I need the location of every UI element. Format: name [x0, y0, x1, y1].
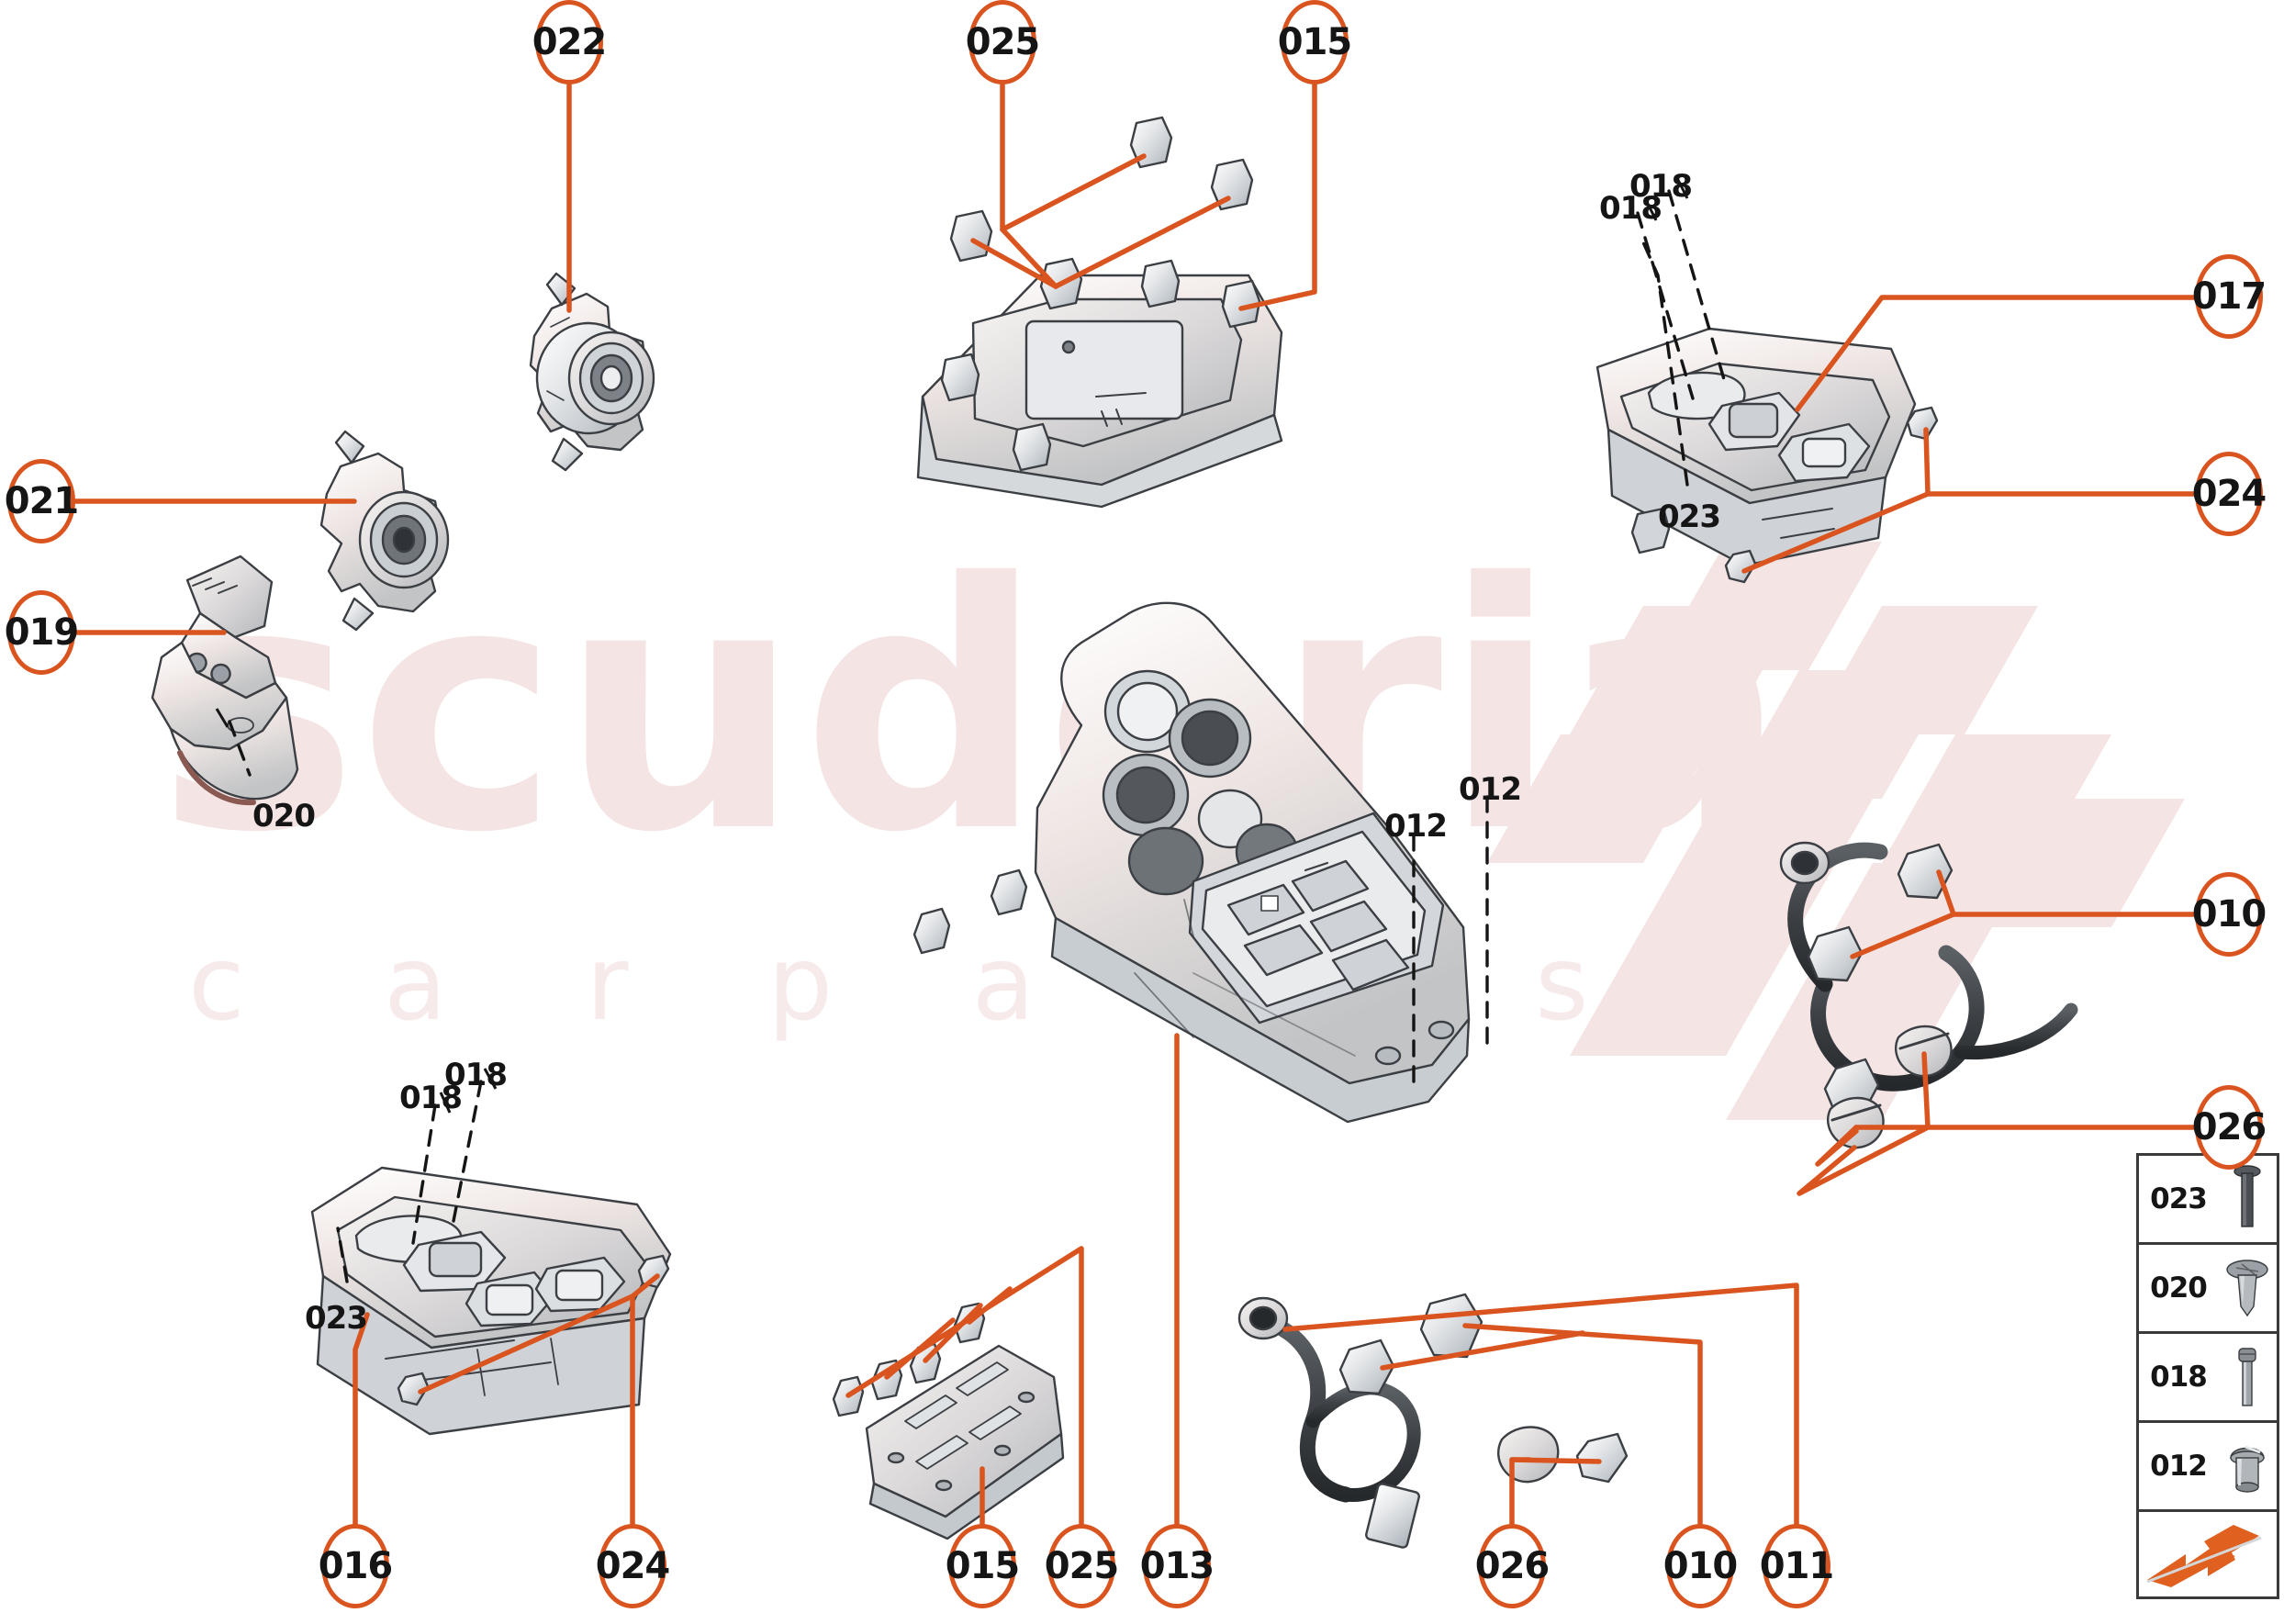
dashed-label-023: 023 — [1658, 498, 1721, 535]
part-overhead-console — [916, 259, 1283, 509]
callout-number: 011 — [1759, 1545, 1834, 1587]
dashed-label-012: 012 — [1384, 808, 1448, 845]
legend-row: 012 — [2139, 1423, 2277, 1512]
callout-number: 026 — [1474, 1545, 1550, 1587]
callout-number: 015 — [1277, 21, 1352, 63]
dashed-label-018: 018 — [1599, 190, 1662, 227]
callout-bubble-021[interactable]: 021 — [5, 459, 79, 543]
part-console-trim-bracket — [865, 1344, 1065, 1540]
callout-bubble-025[interactable]: 025 — [1045, 1524, 1119, 1608]
part-centre-console — [1034, 601, 1471, 1124]
part-column-stalk-switch — [151, 554, 299, 806]
callout-number: 017 — [2191, 275, 2267, 318]
dashed-label-018: 018 — [1629, 168, 1693, 205]
dashed-label-023: 023 — [305, 1300, 368, 1337]
callout-bubble-022[interactable]: 022 — [532, 0, 607, 84]
callout-number: 024 — [595, 1545, 670, 1587]
callout-bubble-019[interactable]: 019 — [5, 590, 79, 675]
dashed-label-018: 018 — [444, 1057, 508, 1093]
callout-number: 016 — [318, 1545, 393, 1587]
callout-number: 010 — [1662, 1545, 1738, 1587]
dome-head-bolt-icon — [2218, 1436, 2277, 1496]
part-grommets-026-lower — [1496, 1426, 1629, 1484]
callout-number: 026 — [2191, 1106, 2267, 1148]
callout-number: 022 — [532, 21, 607, 63]
part-wiring-harness-lower — [1237, 1293, 1483, 1549]
dashed-label-018: 018 — [399, 1080, 463, 1116]
mushroom-head-rivet-icon — [2218, 1255, 2277, 1321]
part-rear-window-switch-panel — [1595, 327, 1917, 567]
callout-bubble-011[interactable]: 011 — [1760, 1524, 1834, 1608]
callout-bubble-015[interactable]: 015 — [1277, 0, 1352, 84]
legend-row — [2139, 1512, 2277, 1601]
callout-number: 010 — [2191, 893, 2267, 935]
long-dark-screw-icon — [2218, 1164, 2277, 1234]
part-clips-024-left — [397, 1254, 670, 1406]
legend-number: 012 — [2150, 1450, 2208, 1483]
legend-row: 023 — [2139, 1156, 2277, 1245]
callout-bubble-010[interactable]: 010 — [1663, 1524, 1738, 1608]
part-speaker-upper — [529, 272, 655, 472]
part-speaker-lower — [319, 430, 450, 632]
callout-number: 013 — [1139, 1545, 1215, 1587]
callout-number: 025 — [1044, 1545, 1119, 1587]
pan-head-screw-icon — [2218, 1343, 2277, 1411]
dashed-label-012: 012 — [1459, 771, 1522, 808]
callout-bubble-013[interactable]: 013 — [1140, 1524, 1215, 1608]
callout-number: 024 — [2191, 473, 2267, 515]
legend-number: 023 — [2150, 1182, 2208, 1215]
legend-row: 020 — [2139, 1245, 2277, 1334]
part-grommets-026-upper — [1827, 1025, 1953, 1149]
callout-bubble-024[interactable]: 024 — [596, 1524, 670, 1608]
fastener-legend: 023 020 018 — [2136, 1153, 2279, 1599]
callout-number: 015 — [945, 1545, 1020, 1587]
callout-number: 021 — [4, 480, 79, 522]
part-wiring-harness-upper — [1779, 841, 2078, 1114]
legend-number: 018 — [2150, 1361, 2208, 1394]
legend-row: 018 — [2139, 1334, 2277, 1423]
part-clips-024-right — [1724, 406, 1939, 584]
dashed-label-020: 020 — [252, 798, 316, 834]
callout-bubble-025[interactable]: 025 — [966, 0, 1040, 84]
callout-bubble-017[interactable]: 017 — [2192, 254, 2267, 339]
legend-number: 020 — [2150, 1271, 2208, 1305]
callout-number: 025 — [965, 21, 1040, 63]
callout-bubble-026[interactable]: 026 — [1475, 1524, 1550, 1608]
callout-bubble-016[interactable]: 016 — [319, 1524, 393, 1608]
part-clips-025-console — [912, 868, 1028, 955]
callout-bubble-024[interactable]: 024 — [2192, 452, 2267, 536]
callout-bubble-026[interactable]: 026 — [2192, 1085, 2267, 1170]
callout-bubble-015[interactable]: 015 — [946, 1524, 1020, 1608]
callout-bubble-010[interactable]: 010 — [2192, 872, 2267, 957]
orange-arrow-icon — [2139, 1523, 2277, 1591]
callout-number: 019 — [4, 611, 79, 654]
